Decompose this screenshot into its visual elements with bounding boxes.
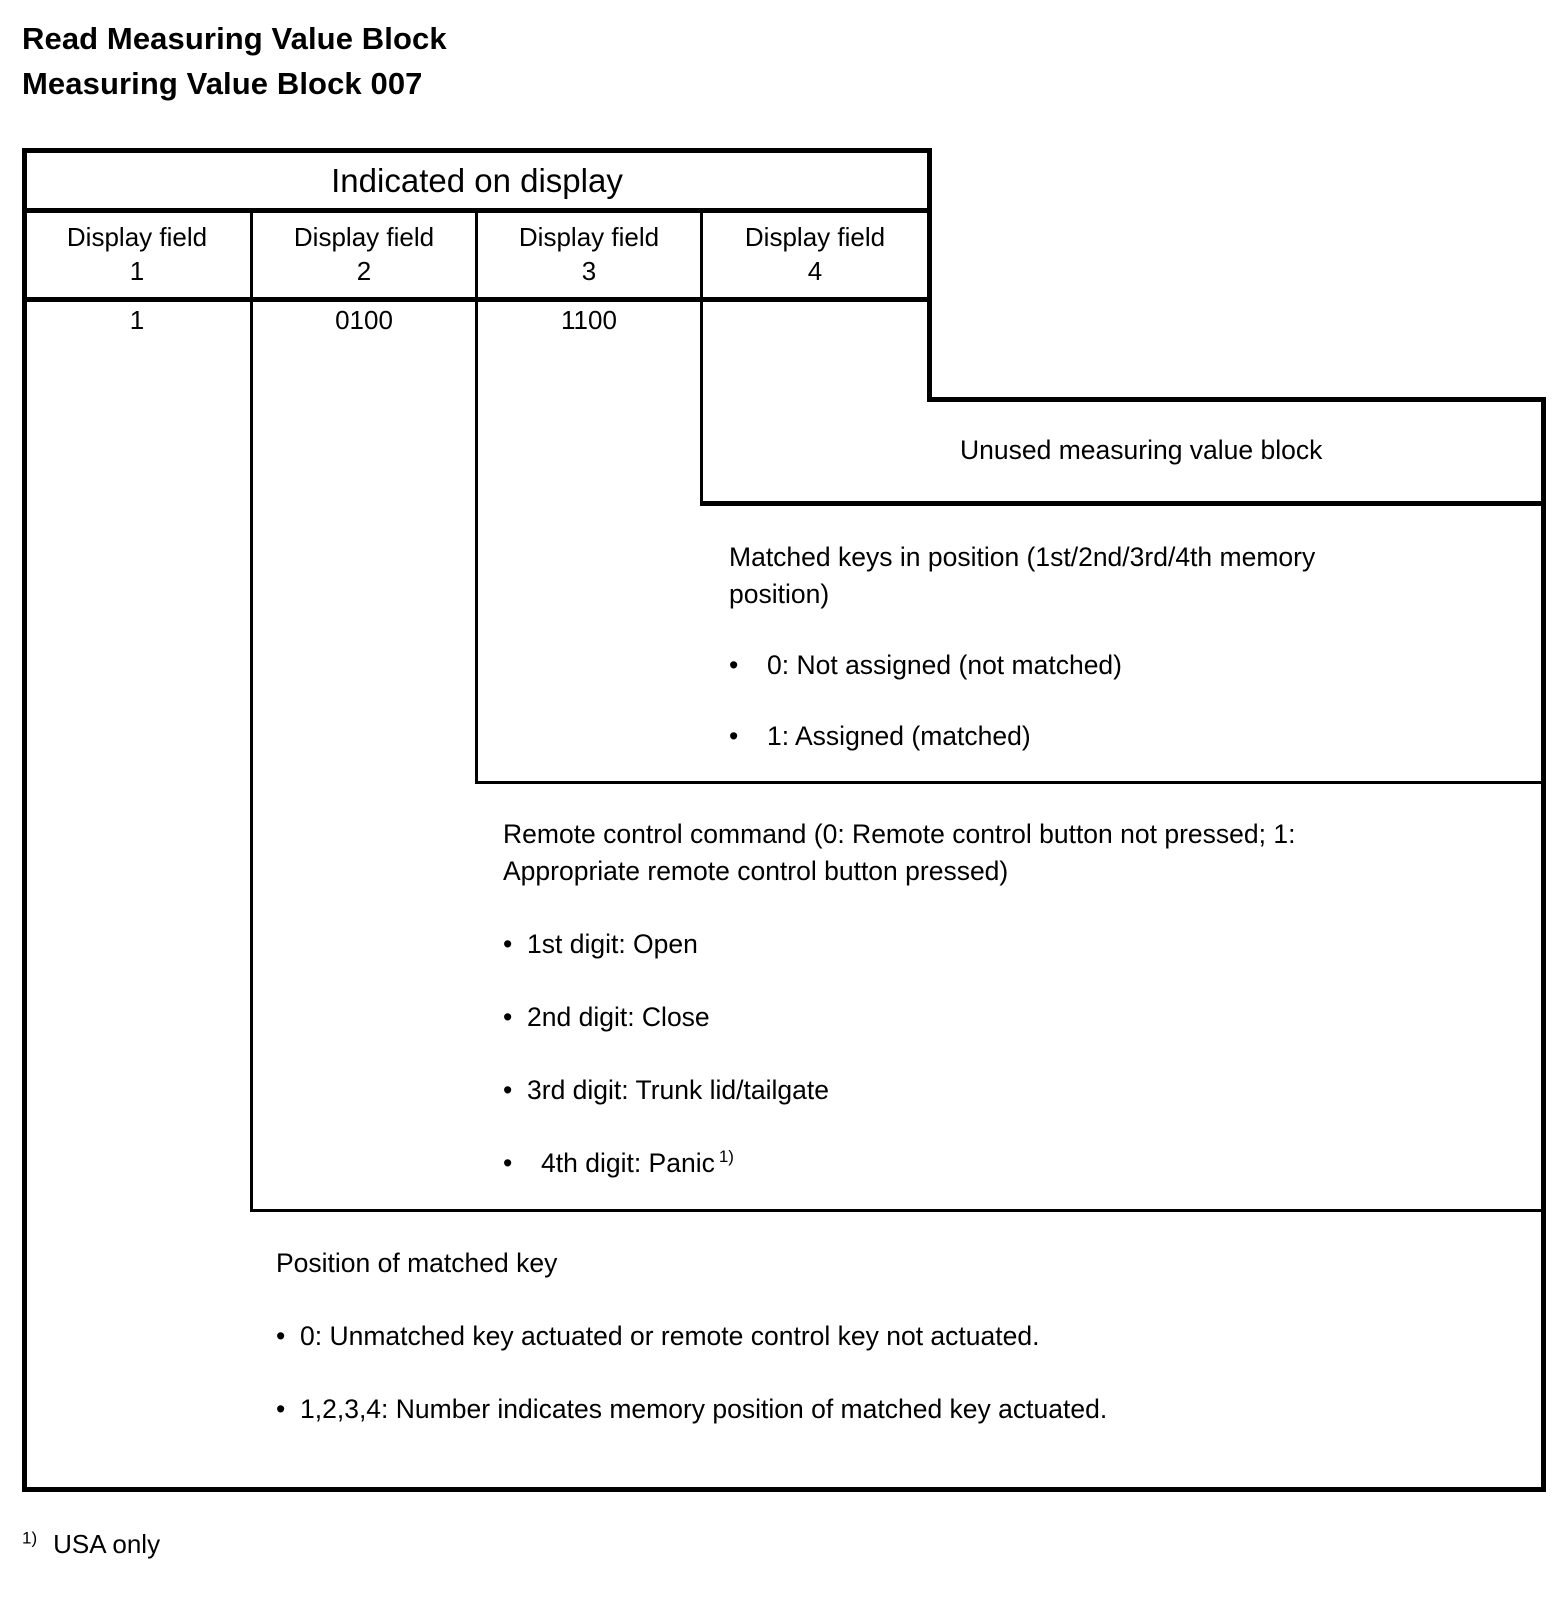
remote-control-bullet-list: • 1st digit: Open • 2nd digit: Close • 3… bbox=[503, 926, 1393, 1182]
unused-block-text: Unused measuring value block bbox=[960, 435, 1323, 465]
remote-control-annotation: Remote control command (0: Remote contro… bbox=[503, 816, 1393, 1182]
position-matched-key-annotation: Position of matched key • 0: Unmatched k… bbox=[276, 1245, 1456, 1428]
bullet-icon: • bbox=[503, 1148, 513, 1178]
column-header-3-title: Display field bbox=[518, 222, 660, 252]
display-field-2-left-border bbox=[250, 297, 253, 1212]
page-title-line-1: Read Measuring Value Block bbox=[22, 21, 447, 56]
column-separator-3 bbox=[700, 208, 703, 298]
matched-keys-bottom-border bbox=[475, 781, 1546, 784]
column-header-3-label: Display field 3 bbox=[478, 220, 700, 288]
display-field-4-left-border bbox=[700, 297, 703, 504]
column-header-4-title: Display field bbox=[744, 222, 886, 252]
column-header-1-label: Display field 1 bbox=[24, 220, 250, 288]
position-matched-key-heading: Position of matched key bbox=[276, 1248, 558, 1278]
outer-bottom-border bbox=[22, 1487, 1546, 1492]
footnote-marker: 1) bbox=[22, 1528, 38, 1548]
bullet-icon: • bbox=[503, 929, 513, 959]
bullet-icon: • bbox=[276, 1394, 286, 1424]
value-cell-2: 0100 bbox=[335, 305, 393, 335]
remote-control-bottom-border bbox=[250, 1209, 1546, 1212]
table-top-border bbox=[22, 148, 932, 153]
bullet-icon: • bbox=[729, 721, 739, 751]
unused-block-annotation: Unused measuring value block bbox=[960, 432, 1520, 469]
matched-keys-bullet-0: 0: Not assigned (not matched) bbox=[767, 650, 1122, 680]
matched-keys-bullet-1: 1: Assigned (matched) bbox=[767, 721, 1031, 751]
column-header-4-label: Display field 4 bbox=[703, 220, 927, 288]
bullet-icon: • bbox=[503, 1075, 513, 1105]
column-header-2-label: Display field 2 bbox=[253, 220, 475, 288]
list-item: • 2nd digit: Close bbox=[503, 999, 1393, 1036]
column-header-1-title: Display field bbox=[66, 222, 208, 252]
column-header-4-number: 4 bbox=[807, 256, 823, 286]
remote-control-heading: Remote control command (0: Remote contro… bbox=[503, 819, 1296, 886]
outer-right-border bbox=[1541, 397, 1546, 1492]
column-header-1-number: 1 bbox=[129, 256, 145, 286]
remote-control-bullet-3: 4th digit: Panic bbox=[541, 1148, 715, 1178]
column-header-2-number: 2 bbox=[356, 256, 372, 286]
display-field-3-left-border bbox=[475, 297, 478, 784]
position-matched-key-bullet-0: 0: Unmatched key actuated or remote cont… bbox=[300, 1321, 1040, 1351]
remote-control-bullet-0: 1st digit: Open bbox=[527, 929, 698, 959]
page-title-line-2: Measuring Value Block 007 bbox=[22, 66, 423, 101]
table-right-border bbox=[927, 148, 932, 400]
matched-keys-annotation: Matched keys in position (1st/2nd/3rd/4t… bbox=[729, 539, 1379, 755]
matched-keys-bullet-list: • 0: Not assigned (not matched) • 1: Ass… bbox=[729, 647, 1379, 755]
span-header-label: Indicated on display bbox=[331, 162, 623, 199]
outer-left-border bbox=[22, 148, 27, 1492]
bullet-icon: • bbox=[503, 1002, 513, 1032]
list-item: • 0: Unmatched key actuated or remote co… bbox=[276, 1318, 1456, 1355]
list-item: • 3rd digit: Trunk lid/tailgate bbox=[503, 1072, 1393, 1109]
bullet-icon: • bbox=[729, 650, 739, 680]
footnote: 1) USA only bbox=[22, 1528, 160, 1560]
remote-control-bullet-2: 3rd digit: Trunk lid/tailgate bbox=[527, 1075, 829, 1105]
footnote-marker-panic: 1) bbox=[718, 1147, 734, 1167]
position-matched-key-bullet-1: 1,2,3,4: Number indicates memory positio… bbox=[300, 1394, 1108, 1424]
position-matched-key-bullet-list: • 0: Unmatched key actuated or remote co… bbox=[276, 1318, 1456, 1428]
list-item: • 0: Not assigned (not matched) bbox=[729, 647, 1379, 684]
value-cell-3: 1100 bbox=[561, 305, 617, 335]
footnote-text: USA only bbox=[53, 1529, 161, 1559]
remote-control-bullet-1: 2nd digit: Close bbox=[527, 1002, 710, 1032]
list-item: • 1,2,3,4: Number indicates memory posit… bbox=[276, 1391, 1456, 1428]
list-item: • 1: Assigned (matched) bbox=[729, 718, 1379, 755]
unused-block-top-border bbox=[927, 397, 1546, 402]
column-separator-2 bbox=[475, 208, 478, 298]
column-header-3-number: 3 bbox=[581, 256, 597, 286]
matched-keys-heading: Matched keys in position (1st/2nd/3rd/4t… bbox=[729, 542, 1316, 609]
column-separator-1 bbox=[250, 208, 253, 298]
value-cell-1: 1 bbox=[129, 305, 145, 335]
column-header-2-title: Display field bbox=[293, 222, 435, 252]
list-item: • 1st digit: Open bbox=[503, 926, 1393, 963]
bullet-icon: • bbox=[276, 1321, 286, 1351]
unused-block-bottom-border bbox=[700, 501, 1546, 506]
page-title: Read Measuring Value Block Measuring Val… bbox=[22, 16, 922, 106]
